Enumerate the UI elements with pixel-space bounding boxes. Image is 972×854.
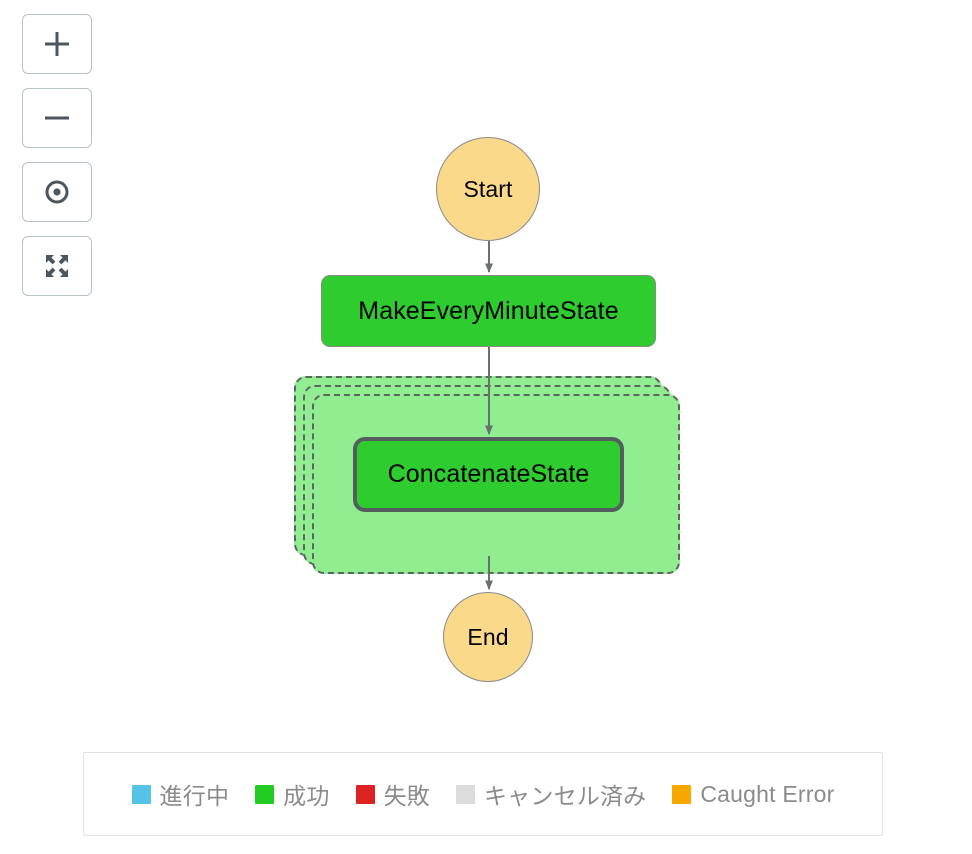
- legend-label: 進行中: [159, 783, 230, 809]
- legend-swatch-caught-error: [672, 784, 692, 804]
- expand-arrows-icon: [42, 251, 72, 281]
- legend-item-cancelled: キャンセル済み: [455, 777, 647, 811]
- graph-node-make-every-minute-state[interactable]: MakeEveryMinuteState: [321, 275, 656, 347]
- legend-label: キャンセル済み: [483, 783, 647, 809]
- graph-node-label: Start: [463, 175, 513, 202]
- legend-label: 成功: [283, 783, 330, 809]
- status-legend: 進行中 成功 失敗 キャンセル済み Caught Error: [83, 752, 883, 836]
- minus-icon: [40, 101, 74, 135]
- legend-swatch-in-progress: [131, 784, 151, 804]
- legend-item-failed: 失敗: [355, 777, 430, 811]
- center-view-button[interactable]: [22, 162, 92, 222]
- legend-swatch-cancelled: [455, 784, 475, 804]
- legend-item-in-progress: 進行中: [131, 777, 230, 811]
- target-dot-icon: [42, 177, 72, 207]
- graph-node-label: MakeEveryMinuteState: [358, 296, 619, 325]
- legend-swatch-failed: [355, 784, 375, 804]
- legend-item-caught-error: Caught Error: [672, 781, 834, 808]
- graph-node-concatenate-state[interactable]: ConcatenateState: [353, 437, 624, 512]
- legend-item-success: 成功: [255, 777, 329, 811]
- zoom-out-button[interactable]: [22, 88, 92, 148]
- zoom-in-button[interactable]: [22, 14, 92, 74]
- fit-view-button[interactable]: [22, 236, 92, 296]
- legend-swatch-success: [255, 784, 275, 804]
- graph-node-label: End: [467, 623, 509, 650]
- legend-label: 失敗: [383, 783, 430, 809]
- view-controls-toolbar: [22, 14, 92, 296]
- plus-icon: [40, 27, 74, 61]
- graph-node-end[interactable]: End: [443, 592, 533, 682]
- legend-label: Caught Error: [700, 780, 835, 807]
- graph-node-label: ConcatenateState: [387, 460, 590, 488]
- graph-node-start[interactable]: Start: [436, 137, 540, 241]
